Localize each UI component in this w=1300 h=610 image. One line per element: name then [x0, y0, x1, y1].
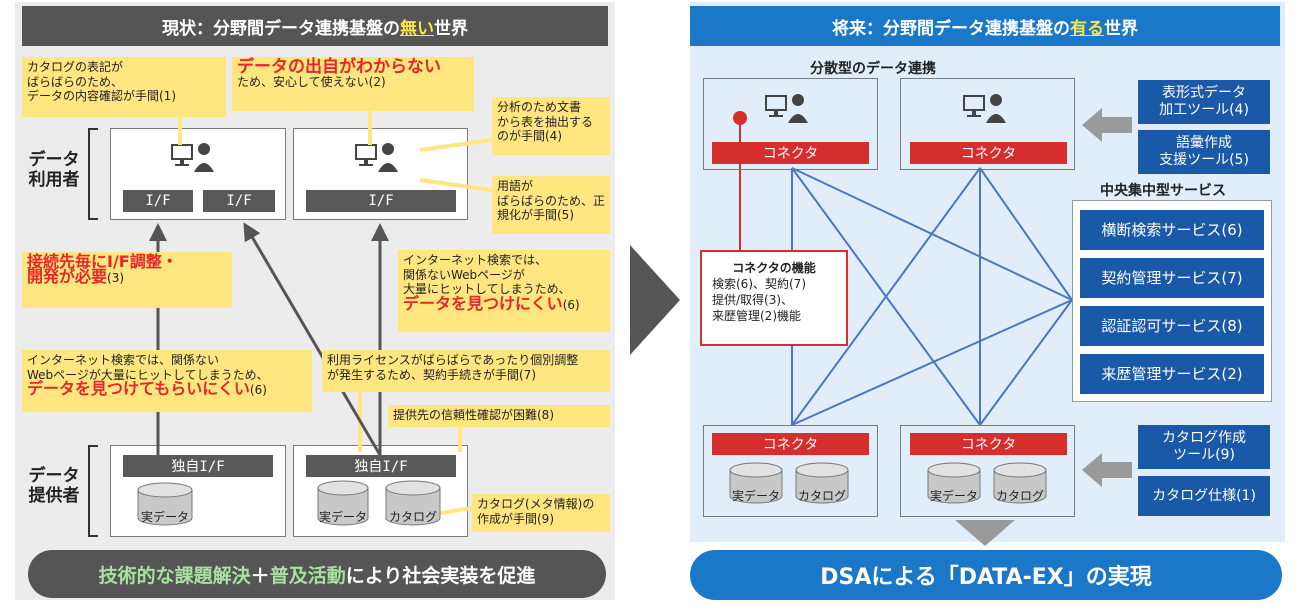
note-license: 利用ライセンスがばらばらであったり個別調整 が発生するため、契約手続きが手間(7…	[322, 350, 610, 392]
connector-bar-4: コネクタ	[910, 433, 1067, 455]
database-icon-7	[993, 462, 1047, 504]
catalog-label: カタログ	[388, 510, 437, 524]
person-computer-icon-2	[355, 143, 398, 172]
right-title-highlight: 有る	[1070, 18, 1104, 39]
future-real-data-2: 実データ	[929, 489, 978, 503]
left-bottom-banner: 技術的な課題解決＋普及活動により社会実装を促進	[28, 550, 606, 598]
connector-function-box: コネクタの機能 検索(6)、契約(7) 提供/取得(3)、 来歴管理(2)機能	[700, 250, 848, 346]
connector-bar-1: コネクタ	[712, 142, 869, 164]
right-title: 将来：分野間データ連携基盤の有る世界	[690, 6, 1280, 46]
future-catalog-2: カタログ	[995, 489, 1044, 503]
note-catalog-meta: カタログ(メタ情報)の 作成が手間(9)	[472, 494, 610, 532]
connector-bar-2: コネクタ	[910, 142, 1067, 164]
tool-catalog-spec: カタログ仕様(1)	[1138, 476, 1270, 516]
connection-mesh	[791, 167, 1073, 426]
database-icon-4	[729, 462, 783, 504]
future-catalog-1: カタログ	[797, 489, 846, 503]
database-icon-6	[927, 462, 981, 504]
pin-icon	[733, 111, 747, 125]
future-provider-box-2	[900, 425, 1075, 517]
arrow-left-icon	[1082, 108, 1132, 142]
triangle-down-icon	[955, 520, 1015, 546]
note-trust: 提供先の信頼性確認が困難(8)	[388, 405, 610, 427]
note-terms: 用語が ばらばらのため、正 規化が手間(5)	[492, 176, 610, 234]
own-if-bar-2: 独自I/F	[306, 455, 456, 477]
future-user-box-1	[703, 78, 878, 170]
provider-bracket	[88, 445, 98, 537]
if-bar-2: I/F	[203, 190, 275, 212]
role-data-provider: データ提供者	[28, 466, 80, 506]
tool-vocabulary: 語彙作成支援ツール(5)	[1138, 130, 1270, 174]
note-search-provider: インターネット検索では、関係ない Webページが大量にヒットしてしまうため、 デ…	[22, 350, 312, 412]
database-icon-2	[317, 480, 369, 526]
service-contract: 契約管理サービス(7)	[1080, 258, 1264, 298]
database-icon-1	[137, 482, 193, 526]
if-bar-3: I/F	[306, 190, 456, 212]
future-user-box-2	[900, 78, 1075, 170]
person-computer-icon-3	[765, 94, 808, 123]
if-bar-1: I/F	[123, 190, 193, 212]
note-search-user: インターネット検索では、 関係ないWebページが 大量にヒットしてしまうため、 …	[398, 250, 610, 332]
central-label: 中央集中型サービス	[1100, 183, 1226, 199]
own-if-bar-1: 独自I/F	[123, 455, 273, 477]
note-catalog-notation: カタログの表記が ばらばらのため、 データの内容確認が手間(1)	[22, 57, 226, 117]
arrow-left-icon-2	[1082, 453, 1132, 487]
database-icon-3	[385, 480, 441, 526]
role-data-user: データ利用者	[28, 150, 80, 190]
future-real-data-1: 実データ	[731, 489, 780, 503]
service-cross-search: 横断検索サービス(6)	[1080, 210, 1264, 250]
future-provider-box-1	[703, 425, 878, 517]
right-bottom-banner: DSAによる「DATA-EX」の実現	[690, 550, 1282, 600]
distributed-label: 分散型のデータ連携	[810, 61, 936, 77]
left-title-highlight: 無い	[400, 18, 434, 39]
tool-catalog-creation: カタログ作成ツール(9)	[1138, 425, 1270, 469]
person-computer-icon	[171, 143, 214, 172]
left-title: 現状：分野間データ連携基盤の無い世界	[22, 6, 608, 46]
user-bracket	[88, 128, 98, 220]
note-connect: 接続先毎にI/F調整・ 開発が必要(3)	[22, 252, 232, 308]
tool-table-processing: 表形式データ加工ツール(4)	[1138, 80, 1270, 124]
real-data-label-2: 実データ	[318, 510, 367, 524]
service-provenance: 来歴管理サービス(2)	[1080, 354, 1264, 394]
service-auth: 認証認可サービス(8)	[1080, 306, 1264, 346]
note-analysis: 分析のため文書 から表を抽出する のが手間(4)	[492, 97, 610, 155]
person-computer-icon-4	[963, 94, 1006, 123]
real-data-label: 実データ	[140, 510, 189, 524]
connector-bar-3: コネクタ	[712, 433, 869, 455]
chevron-right-icon	[630, 245, 680, 355]
note-data-origin: データの出自がわからない ため、安心して使えない(2)	[232, 57, 474, 111]
database-icon-5	[795, 462, 849, 504]
